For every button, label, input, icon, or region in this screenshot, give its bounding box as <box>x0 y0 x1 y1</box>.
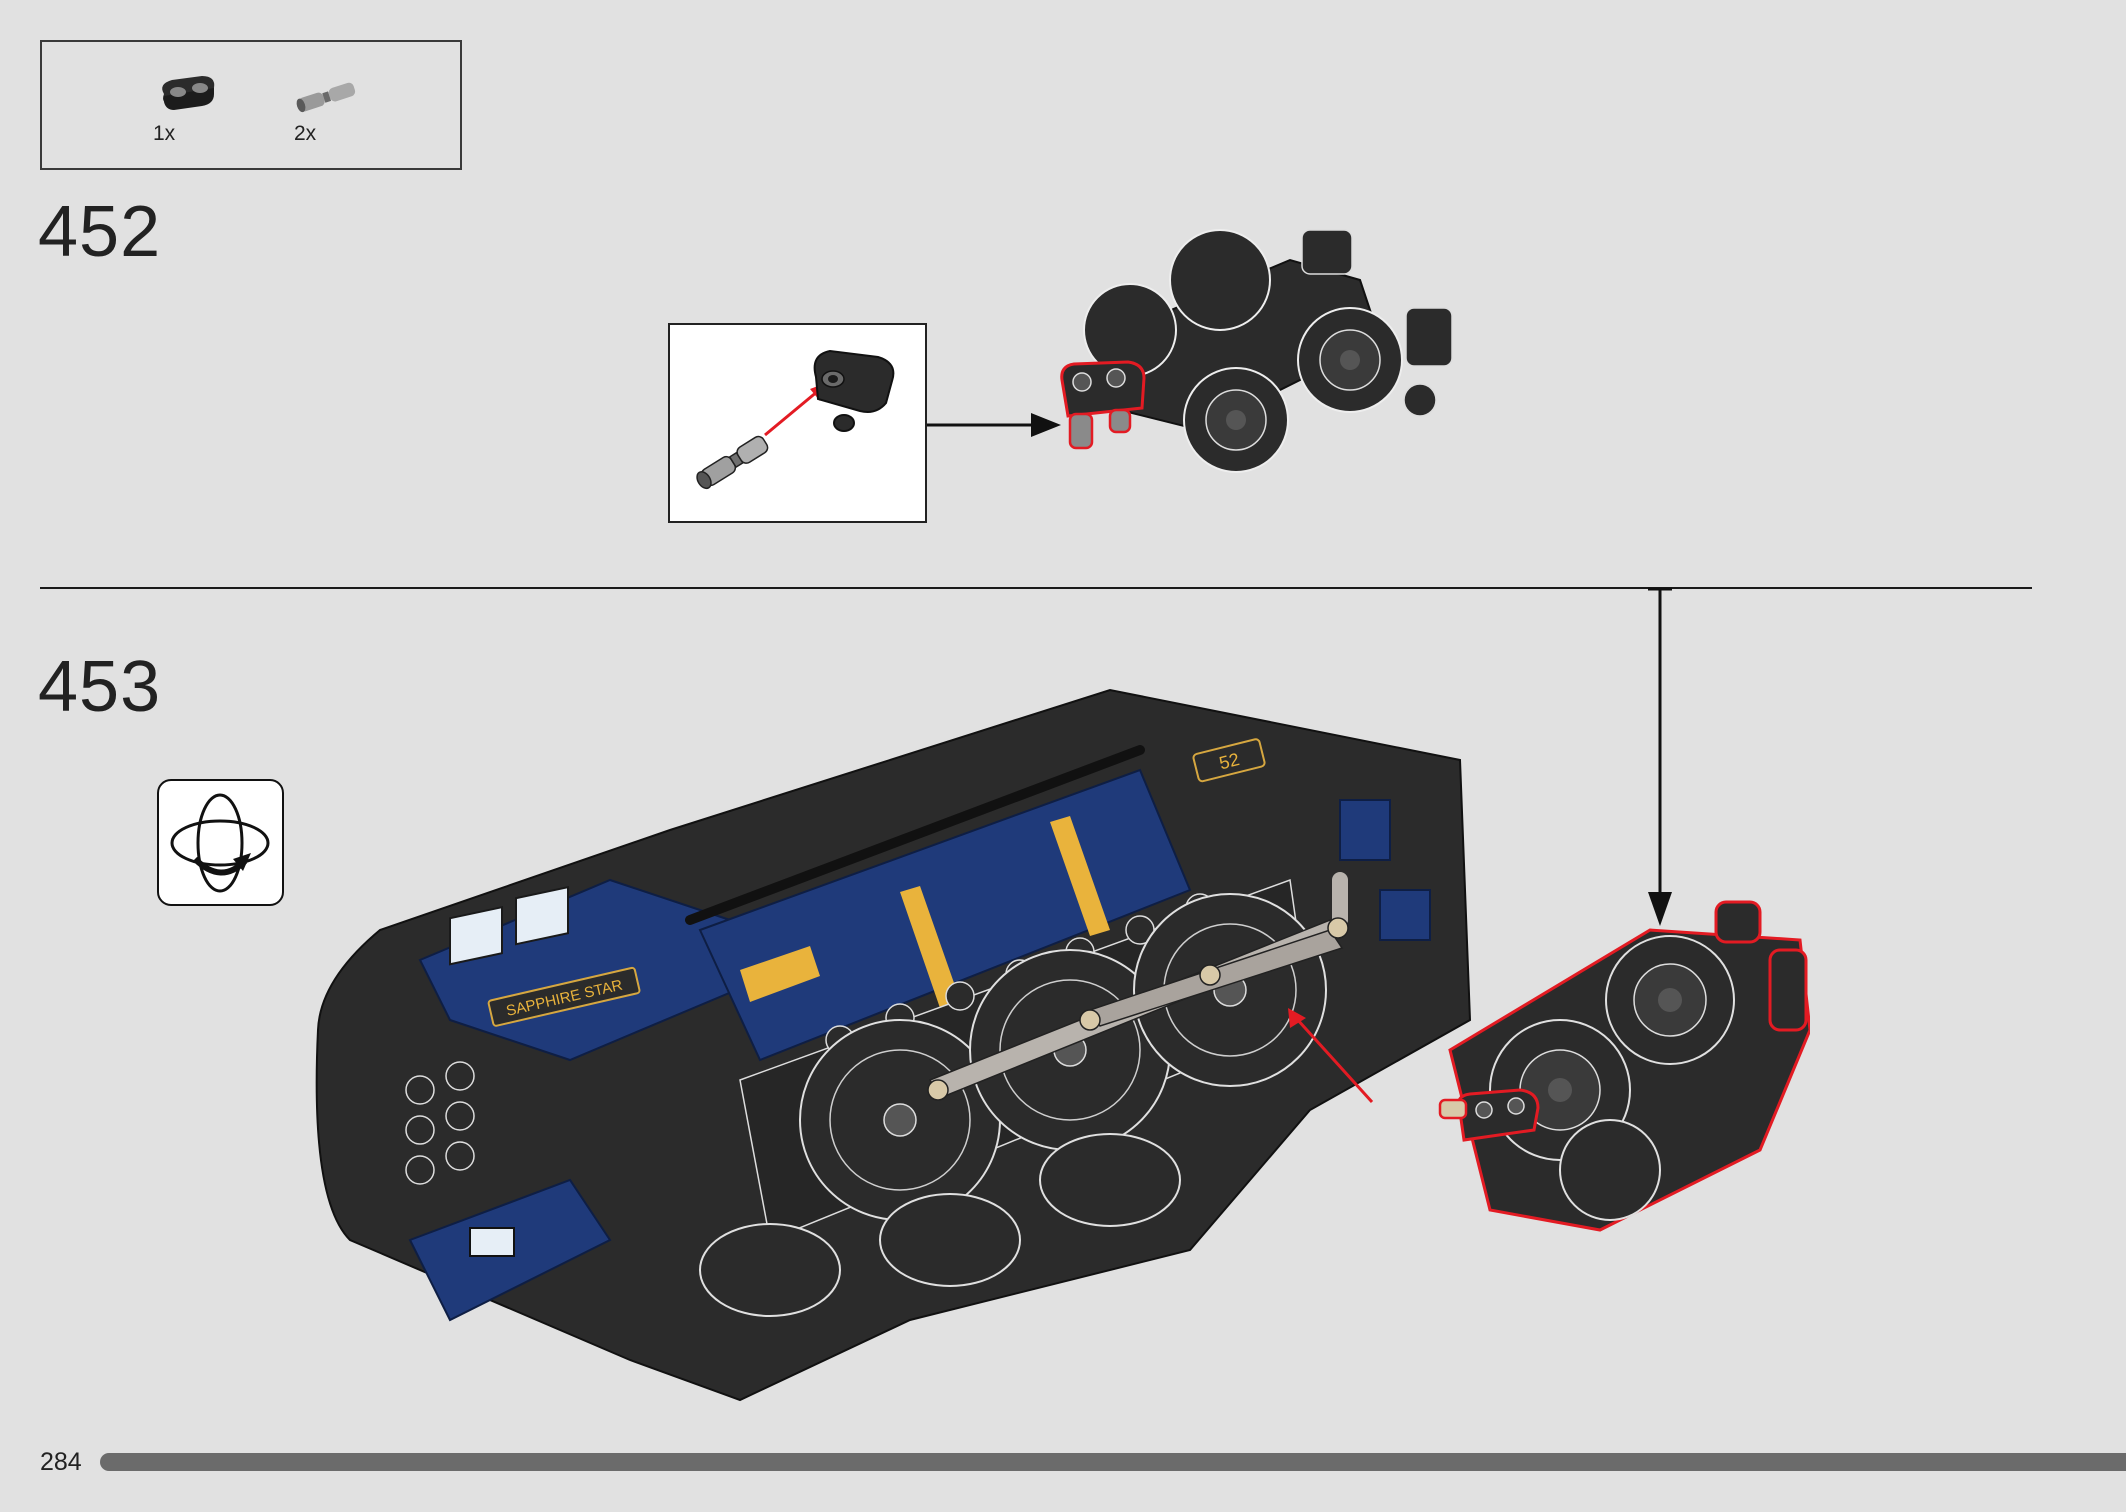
number-plate-text: 52 <box>1217 749 1241 773</box>
bogie-assembly <box>1060 229 1453 473</box>
step-number: 453 <box>38 647 162 727</box>
page-progress-bar <box>100 1453 2126 1471</box>
part-quantity: 2x <box>294 122 317 145</box>
bogie-subassembly <box>1438 900 1810 1232</box>
sub-assembly-illustration <box>696 349 895 490</box>
connector-arrow <box>1648 587 1672 926</box>
locomotive-assembly: SAPPHIRE STAR 52 <box>315 688 1472 1402</box>
callout-arrow <box>927 413 1061 437</box>
step-divider <box>40 587 2032 589</box>
parts-list: 1x 2x <box>40 40 462 170</box>
page-number: 284 <box>40 1448 82 1476</box>
rotate-icon <box>170 793 270 893</box>
rotate-model-indicator <box>157 779 284 906</box>
part-quantity: 1x <box>153 122 176 145</box>
technic-pin-icon <box>296 82 356 113</box>
sub-assembly-callout <box>668 323 927 523</box>
technic-beam-2-icon <box>162 76 215 110</box>
step-number: 452 <box>38 192 162 272</box>
